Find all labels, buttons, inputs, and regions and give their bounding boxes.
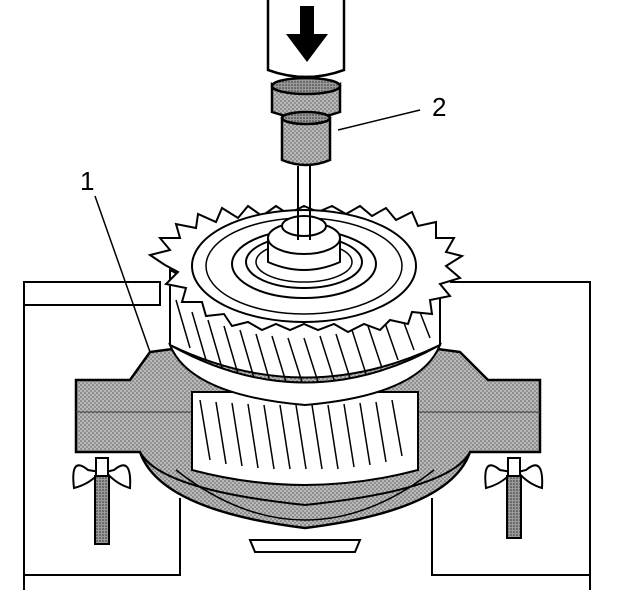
leader-lines	[94, 109, 421, 353]
driver-tool	[270, 76, 342, 167]
wing-bolt-right	[484, 457, 544, 539]
wing-bolt-left	[72, 457, 132, 545]
callout-1-label: 1	[80, 166, 94, 196]
lower-gear	[191, 391, 419, 553]
callout-2-label: 2	[432, 92, 446, 122]
press-rod	[297, 166, 311, 240]
gear-top-face	[147, 204, 465, 334]
down-arrow-icon	[286, 6, 328, 62]
press-frame	[23, 281, 591, 590]
